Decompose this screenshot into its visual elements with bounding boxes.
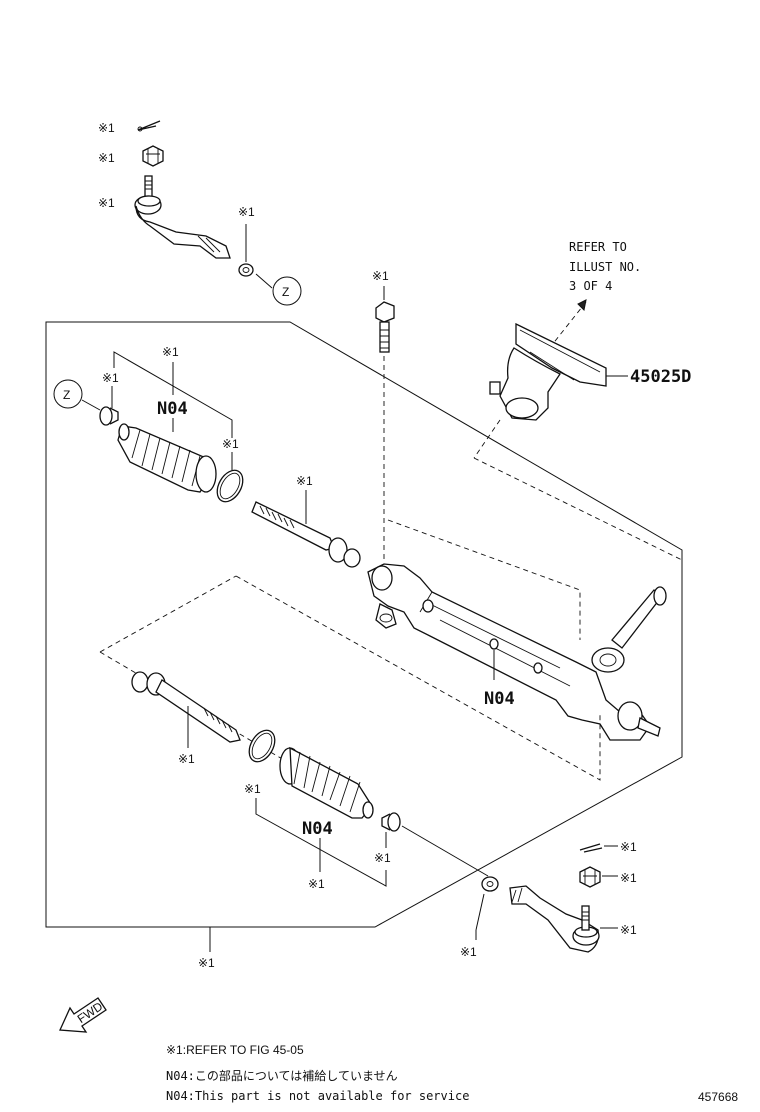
ref-mark-tie-rod-end: ※1 [98,196,115,210]
circle-z-label: Z [282,285,289,299]
assembly-code-housing: N04 [484,689,515,709]
refer-line-2: ILLUST NO. [569,260,641,274]
ref-mark-assembly: ※1 [198,956,215,970]
ref-mark-nut: ※1 [98,151,115,165]
fwd-arrow-icon: FWD [59,997,107,1033]
assembly-code-boot-lower: N04 [302,819,333,839]
inner-tie-rod-icon [251,501,361,568]
arrow-head-icon [577,299,587,312]
castle-nut-lower-icon [579,866,601,888]
bracket-part-code: 45025D [630,367,691,387]
ref-mark-lock-nut: ※1 [238,205,255,219]
ref-mark-inner-rod-upper: ※1 [296,474,313,488]
bracket-icon [489,322,607,421]
circle-z-marker-left [53,379,83,409]
boot-clamp-icon [99,406,119,426]
steering-gear-housing-group: N04 [235,519,667,781]
lower-tie-rod-end-group: ※1 ※1 ※1 ※1 [460,840,637,959]
boot-ring-icon [216,469,244,503]
assembly-code-boot-upper: N04 [157,399,188,419]
circle-z-marker [272,276,302,306]
ref-mark-cotter: ※1 [98,121,115,135]
gear-bracket-group: 45025D [473,322,691,561]
tie-rod-end-icon [134,175,231,259]
assembly-outline [45,321,683,928]
circle-z-label-left: Z [63,388,70,402]
boot-ring-lower-icon [248,729,276,763]
note-line-1: ※1:REFER TO FIG 45-05 [166,1043,304,1057]
ref-mark-nut-lower: ※1 [620,871,637,885]
rack-boot-lower-icon [279,746,374,819]
ref-mark-tie-rod-end-lower: ※1 [620,923,637,937]
refer-note-group: REFER TO ILLUST NO. 3 OF 4 [547,240,641,351]
ref-mark-boot-lower: ※1 [308,877,325,891]
gear-housing-icon [367,563,667,741]
cotter-pin-lower-icon [579,843,603,853]
upper-inner-tie-rod-group: ※1 [251,474,361,568]
ref-mark-boot-upper: ※1 [162,345,179,359]
figure-id: 457668 [698,1090,738,1104]
note-line-2: N04:この部品については補給していません [166,1068,398,1083]
boot-clamp-lower-icon [381,812,401,832]
lock-nut-icon [238,263,254,277]
ref-mark-lock-nut-lower: ※1 [460,945,477,959]
ref-mark-bolt: ※1 [372,269,389,283]
cotter-pin-icon [137,120,161,132]
lower-inner-tie-rod-group: ※1 [99,575,285,766]
bolt-icon [375,301,395,353]
refer-line-3: 3 OF 4 [569,279,612,293]
castle-nut-icon [142,145,164,167]
ref-mark-clamp-upper: ※1 [102,371,119,385]
upper-boot-group: ※1 N04 ※1 ※1 Z [53,345,244,503]
lock-nut-lower-icon [481,876,499,892]
bolt-group: ※1 [372,269,395,562]
rack-boot-icon [117,423,217,493]
ref-mark-ring-upper: ※1 [222,437,239,451]
tie-rod-end-lower-icon [509,885,600,953]
ref-mark-cotter-lower: ※1 [620,840,637,854]
note-line-3: N04:This part is not available for servi… [166,1089,469,1103]
lower-boot-group: ※1 N04 ※1 ※1 [244,729,489,891]
ref-mark-clamp-lower: ※1 [374,851,391,865]
refer-line-1: REFER TO [569,240,627,254]
ref-mark-inner-rod-lower: ※1 [178,752,195,766]
inner-tie-rod-lower-icon [131,671,241,743]
upper-tie-rod-end-group: Z ※1 ※1 ※1 ※1 [98,120,302,306]
ref-mark-ring-lower: ※1 [244,782,261,796]
